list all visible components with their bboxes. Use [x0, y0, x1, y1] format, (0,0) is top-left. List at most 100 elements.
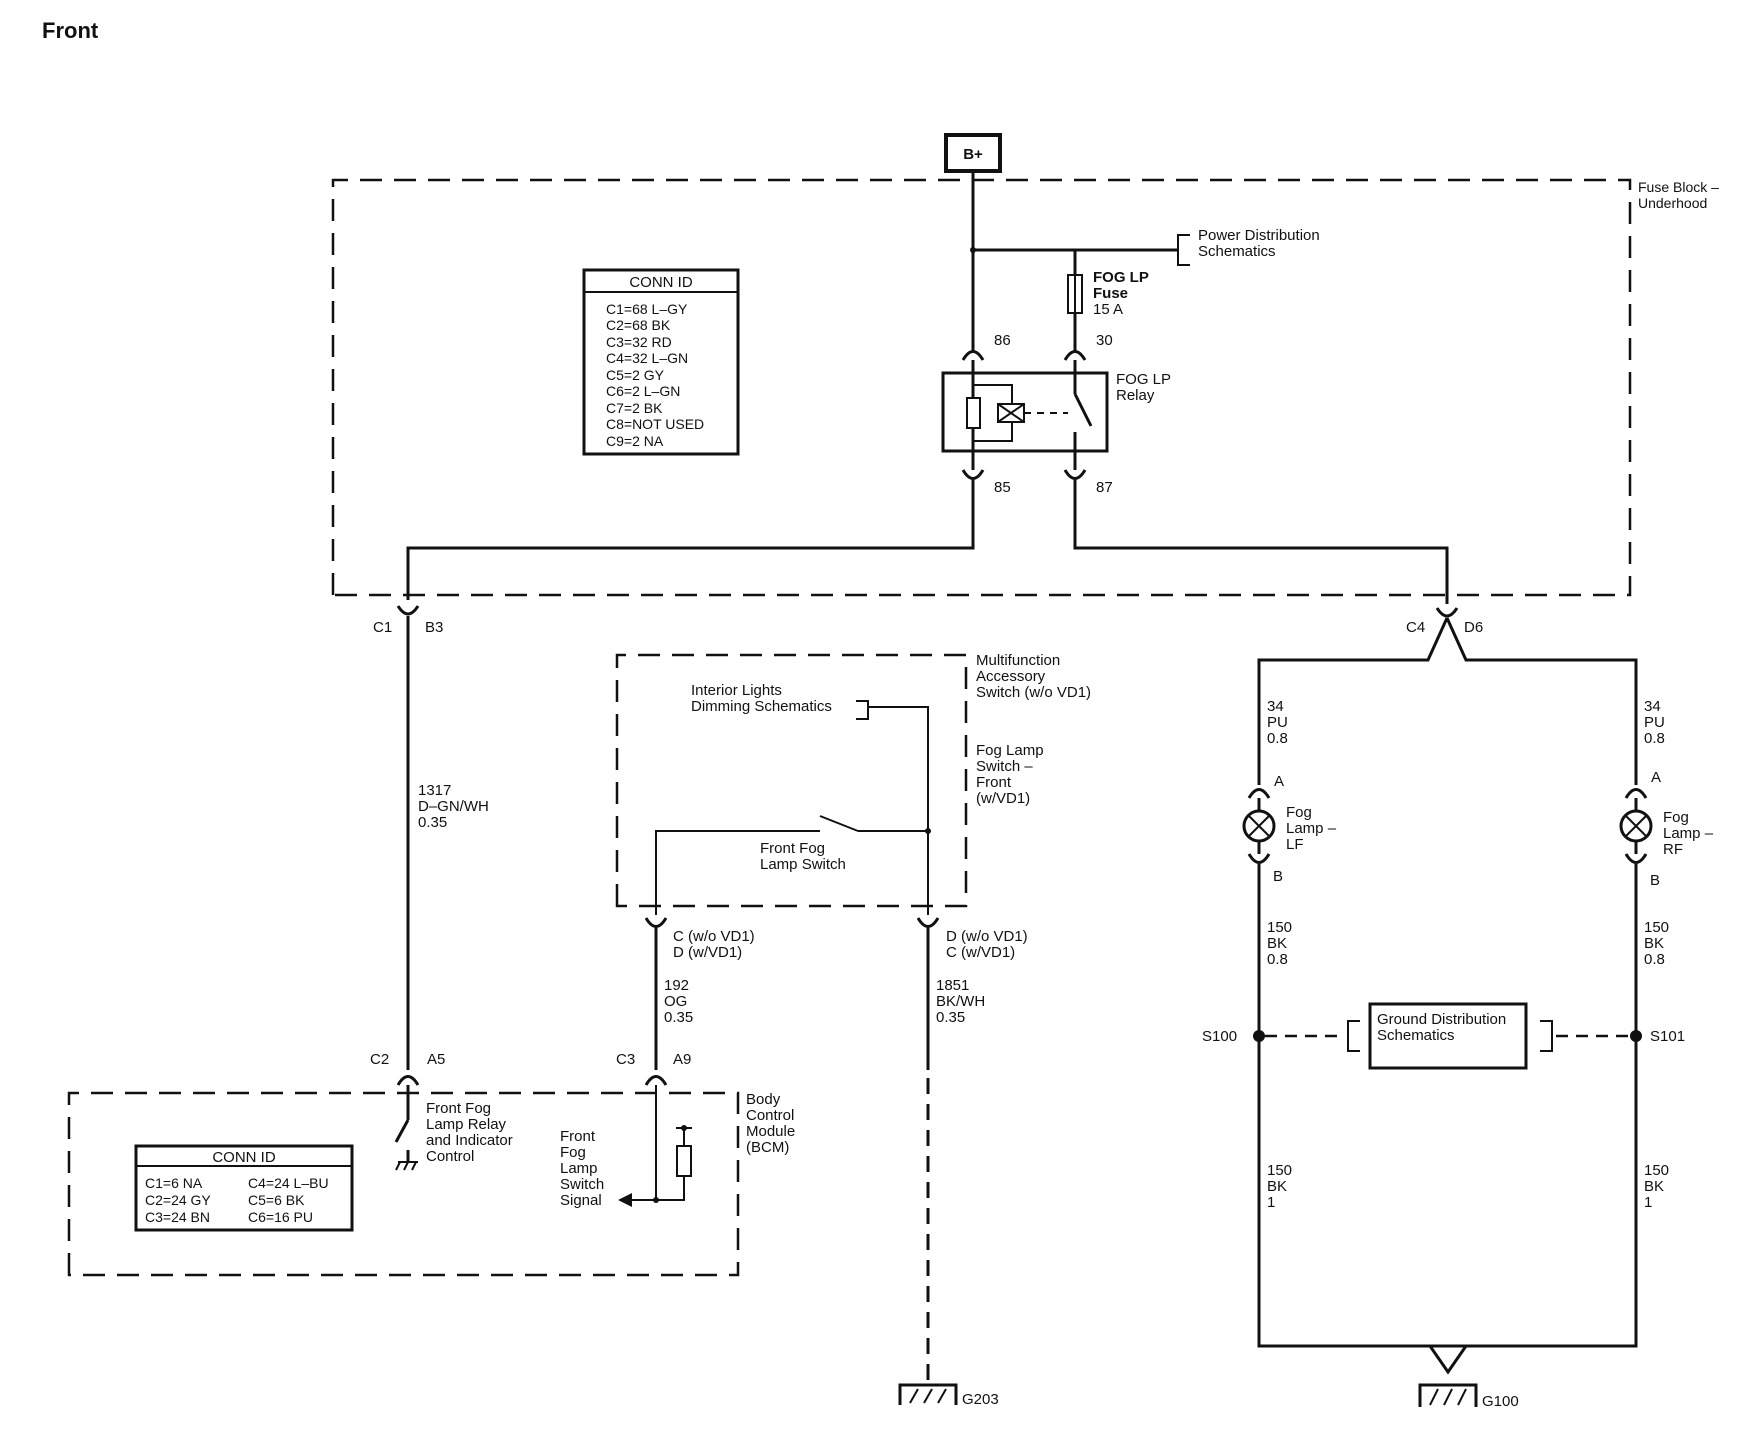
bcm-relay-driver-switch	[394, 1119, 410, 1143]
svg-text:Front: Front	[976, 774, 1012, 791]
svg-text:RF: RF	[1663, 841, 1683, 858]
wire-150-right-lower-label: 150	[1644, 1162, 1669, 1179]
svg-text:C6=16 PU: C6=16 PU	[248, 1209, 313, 1225]
wire-34-left-label: 34	[1267, 698, 1284, 715]
connector-c3-label: C3	[616, 1051, 635, 1068]
svg-text:(BCM): (BCM)	[746, 1139, 789, 1156]
svg-text:0.35: 0.35	[936, 1009, 965, 1026]
svg-text:C4=24 L–BU: C4=24 L–BU	[248, 1175, 329, 1191]
svg-text:Lamp Switch: Lamp Switch	[760, 856, 846, 873]
ground-g100-label: G100	[1482, 1393, 1519, 1410]
svg-text:0.35: 0.35	[664, 1009, 693, 1026]
svg-text:(w/VD1): (w/VD1)	[976, 790, 1030, 807]
svg-text:PU: PU	[1267, 714, 1288, 731]
relay-coil	[966, 397, 981, 429]
svg-text:and Indicator: and Indicator	[426, 1132, 513, 1149]
svg-text:Switch –: Switch –	[976, 758, 1033, 775]
svg-text:C (w/VD1): C (w/VD1)	[946, 944, 1015, 961]
right-fog-lamp-feed-wire	[1445, 617, 1638, 785]
multifunction-switch-boundary	[615, 653, 968, 908]
wire-1317-label: 1317	[418, 782, 451, 799]
ground-g100	[1418, 1383, 1478, 1407]
svg-text:Lamp –: Lamp –	[1286, 820, 1337, 837]
relay-control-wire	[406, 480, 975, 600]
pin-85-label: 85	[994, 479, 1011, 496]
power-dist-label: Power Distribution	[1198, 227, 1320, 244]
fog-lamp-lf-pin-b	[1247, 853, 1271, 864]
svg-text:0.8: 0.8	[1644, 951, 1665, 968]
wire-150-left-lower-label: 150	[1267, 1162, 1292, 1179]
switch-connector-c	[644, 917, 668, 928]
svg-text:Fog: Fog	[560, 1144, 586, 1161]
ground-distribution-label: Ground Distribution	[1377, 1011, 1506, 1028]
svg-text:C2=68 BK: C2=68 BK	[606, 317, 671, 333]
bcm-conn-id-title: CONN ID	[212, 1149, 276, 1166]
svg-text:Switch (w/o VD1): Switch (w/o VD1)	[976, 684, 1091, 701]
bcm-label: Body	[746, 1091, 781, 1108]
svg-text:Signal: Signal	[560, 1192, 602, 1209]
fuse-label: FOG LP	[1093, 269, 1149, 286]
connector-a5-label: A5	[427, 1051, 445, 1068]
front-fog-lamp-switch-contact	[819, 815, 859, 832]
svg-text:Switch: Switch	[560, 1176, 604, 1193]
splice-s101-label: S101	[1650, 1028, 1685, 1045]
bcm-relay-control-label: Front Fog	[426, 1100, 491, 1117]
svg-text:C1=68 L–GY: C1=68 L–GY	[606, 301, 688, 317]
connector-c2-label: C2	[370, 1051, 389, 1068]
svg-text:Fuse: Fuse	[1093, 285, 1128, 302]
svg-text:PU: PU	[1644, 714, 1665, 731]
svg-text:0.35: 0.35	[418, 814, 447, 831]
pin-85-terminal	[961, 469, 985, 480]
bcm-boundary	[67, 1091, 740, 1277]
pin-30-terminal	[1063, 350, 1087, 361]
ground-g203	[898, 1383, 958, 1405]
svg-text:C1=6 NA: C1=6 NA	[145, 1175, 203, 1191]
svg-text:BK: BK	[1267, 935, 1287, 952]
fuse-block-conn-id-table	[582, 268, 740, 456]
svg-text:Dimming Schematics: Dimming Schematics	[691, 698, 832, 715]
svg-text:C3=24 BN: C3=24 BN	[145, 1209, 210, 1225]
svg-text:1: 1	[1267, 1194, 1275, 1211]
wire-34-right-label: 34	[1644, 698, 1661, 715]
pin-87-terminal	[1063, 469, 1087, 480]
left-ground-wire	[1257, 864, 1448, 1348]
ground-g203-label: G203	[962, 1391, 999, 1408]
switch-pin-c-label: C (w/o VD1)	[673, 928, 755, 945]
interior-lights-label: Interior Lights	[691, 682, 782, 699]
connector-c4-label: C4	[1406, 619, 1425, 636]
svg-text:BK: BK	[1644, 935, 1664, 952]
switch-signal-input-arrow	[618, 1193, 632, 1207]
switch-signal-label: Front	[560, 1128, 596, 1145]
splice-s100-label: S100	[1202, 1028, 1237, 1045]
connector-c1-label: C1	[373, 619, 392, 636]
svg-text:Module: Module	[746, 1123, 795, 1140]
wire-150-left-upper-label: 150	[1267, 919, 1292, 936]
multifunction-switch-label: Multifunction	[976, 652, 1060, 669]
connector-c3-a9	[644, 1075, 668, 1086]
svg-text:0.8: 0.8	[1267, 730, 1288, 747]
svg-text:C2=24 GY: C2=24 GY	[145, 1192, 211, 1208]
svg-text:C4=32 L–GN: C4=32 L–GN	[606, 350, 688, 366]
svg-text:C5=6 BK: C5=6 BK	[248, 1192, 305, 1208]
conn-id-title: CONN ID	[629, 274, 693, 291]
svg-text:Accessory: Accessory	[976, 668, 1046, 685]
svg-text:C9=2 NA: C9=2 NA	[606, 433, 664, 449]
pin-86-terminal	[961, 350, 985, 361]
pin-87-label: 87	[1096, 479, 1113, 496]
svg-text:0.8: 0.8	[1267, 951, 1288, 968]
interior-lights-bracket	[856, 700, 869, 720]
svg-text:Lamp –: Lamp –	[1663, 825, 1714, 842]
wire-150-right-upper-label: 150	[1644, 919, 1669, 936]
left-fog-lamp-feed-wire	[1257, 617, 1449, 785]
svg-text:C3=32 RD: C3=32 RD	[606, 334, 672, 350]
splice-s100	[1253, 1030, 1265, 1042]
svg-text:Lamp: Lamp	[560, 1160, 598, 1177]
bcm-conn-id-table	[134, 1144, 354, 1232]
svg-text:0.8: 0.8	[1644, 730, 1665, 747]
svg-text:LF: LF	[1286, 836, 1304, 853]
page-title: Front	[42, 18, 99, 43]
front-fog-lamp-switch-label: Front Fog	[760, 840, 825, 857]
fog-lamp-rf-pin-a	[1624, 788, 1648, 799]
connector-c2-a5	[396, 1075, 420, 1086]
svg-text:Lamp Relay: Lamp Relay	[426, 1116, 507, 1133]
